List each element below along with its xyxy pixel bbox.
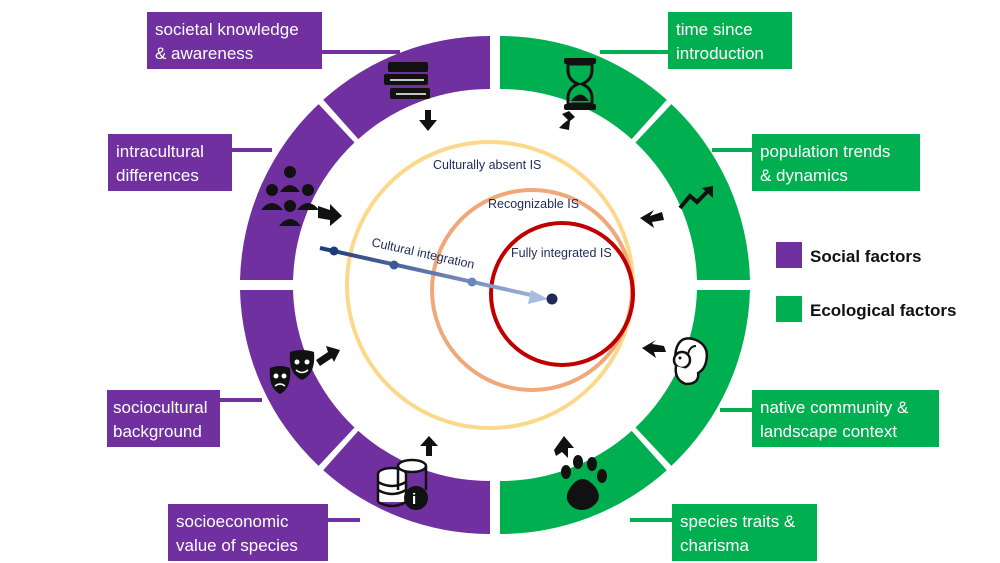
factor-label-line: landscape context	[760, 422, 897, 441]
factor-species-traits: species traits & charisma	[672, 504, 817, 561]
squirrel-icon	[642, 337, 709, 386]
factor-label-line: species traits &	[680, 512, 796, 531]
ring-segment-population	[635, 104, 750, 280]
factor-time-since-introduction: time since introduction	[668, 12, 792, 69]
coins-icon: i	[376, 436, 438, 510]
people-group-icon	[261, 166, 342, 226]
ring-segment-sociocultural	[240, 290, 355, 466]
factor-label-line: native community &	[760, 398, 909, 417]
circle-fully-integrated	[489, 221, 635, 367]
trend-up-icon	[640, 186, 713, 228]
factor-label-line: & dynamics	[760, 166, 848, 185]
factor-label-line: & awareness	[155, 44, 253, 63]
integration-circles	[345, 140, 635, 430]
factor-label-line: value of species	[176, 536, 298, 555]
connector-lines	[220, 50, 752, 522]
arrow-node	[389, 260, 399, 270]
arrow-node	[467, 277, 477, 287]
factor-socioeconomic-value: socioeconomic value of species	[168, 504, 328, 561]
factor-sociocultural-background: sociocultural background	[107, 390, 220, 447]
factor-label-line: differences	[116, 166, 199, 185]
factor-label-line: introduction	[676, 44, 764, 63]
factor-label-line: population trends	[760, 142, 890, 161]
factor-intracultural-differences: intracultural differences	[108, 134, 232, 191]
paw-print-icon	[554, 436, 607, 510]
legend: Social factors Ecological factors	[776, 242, 956, 322]
factor-label-line: socioeconomic	[176, 512, 289, 531]
factor-label-line: societal knowledge	[155, 20, 299, 39]
factor-label-line: time since	[676, 20, 753, 39]
factor-societal-knowledge: societal knowledge & awareness	[147, 12, 322, 69]
books-icon	[384, 62, 437, 131]
factor-native-community: native community & landscape context	[752, 390, 939, 447]
arrow-node	[329, 246, 339, 256]
legend-label-social: Social factors	[810, 247, 922, 266]
factor-label-line: intracultural	[116, 142, 204, 161]
ring-segment-societal-knowledge	[323, 36, 490, 140]
ring-segment-intracultural	[240, 104, 355, 280]
factor-label-line: background	[113, 422, 202, 441]
ring-segment-time-since	[500, 36, 667, 140]
legend-swatch-social	[776, 242, 802, 268]
center-dot	[546, 293, 558, 305]
label-fully-integrated: Fully integrated IS	[511, 246, 612, 260]
label-culturally-absent: Culturally absent IS	[433, 158, 541, 172]
svg-text:i: i	[412, 491, 416, 508]
factor-population-trends: population trends & dynamics	[752, 134, 920, 191]
legend-swatch-ecological	[776, 296, 802, 322]
factor-label-line: sociocultural	[113, 398, 208, 417]
cultural-integration-label: Cultural integration	[370, 235, 476, 271]
label-recognizable: Recognizable IS	[488, 197, 579, 211]
hourglass-icon	[559, 58, 596, 130]
legend-label-ecological: Ecological factors	[810, 301, 956, 320]
factor-label-line: charisma	[680, 536, 750, 555]
theater-masks-icon	[269, 346, 340, 394]
